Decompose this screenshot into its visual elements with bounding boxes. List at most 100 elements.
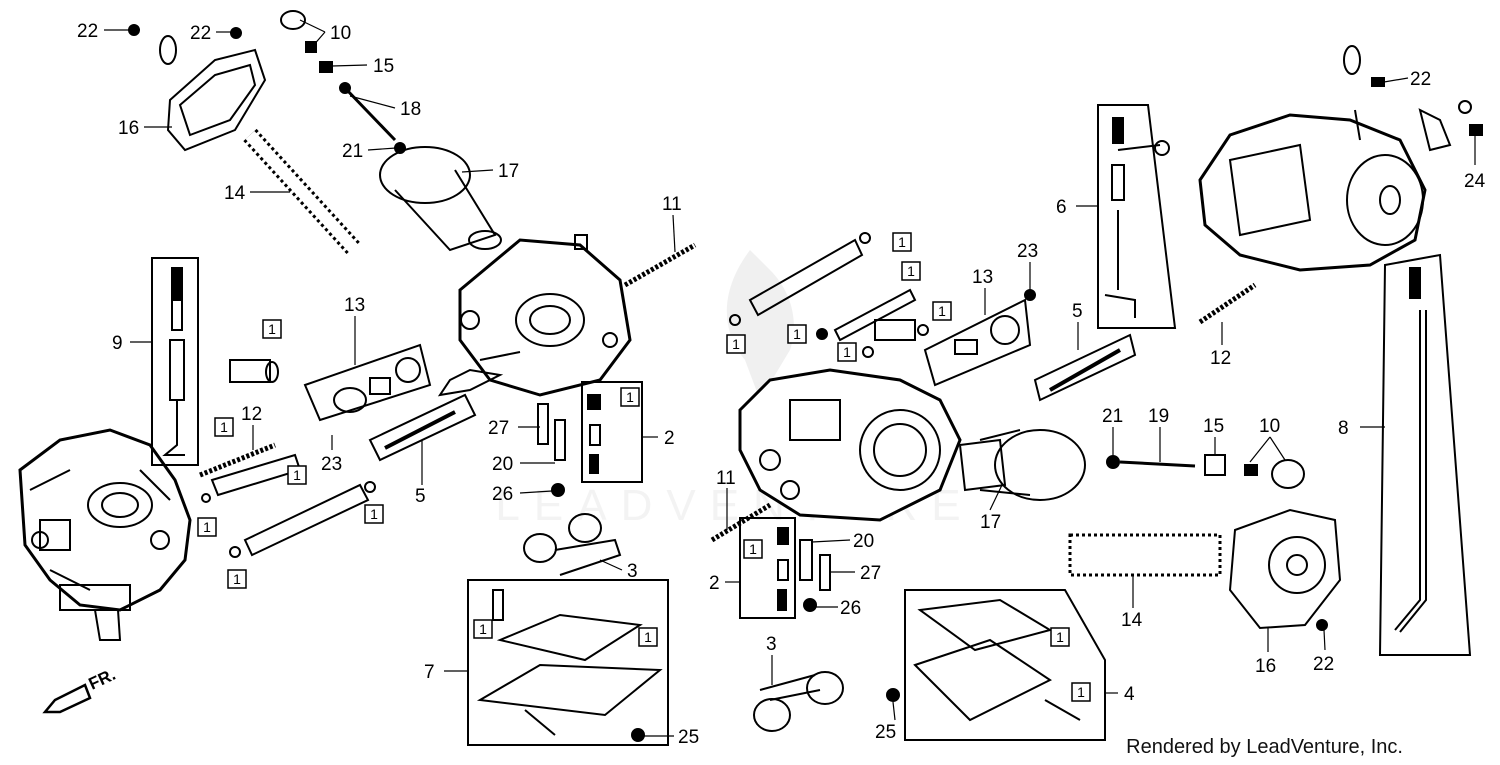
callout-20: 20 [492,454,513,475]
callout-26: 26 [840,598,861,619]
svg-text:1: 1 [907,263,915,279]
callout-23: 23 [1017,241,1038,262]
screw-25-center [886,688,900,702]
callout-25: 25 [678,727,699,748]
callout-17: 17 [498,161,519,182]
tubes-center [729,232,929,358]
right-carburetor-body [1198,109,1427,272]
svg-text:1: 1 [233,571,241,587]
diaphragm-17-upper [379,146,502,252]
svg-text:1: 1 [370,506,378,522]
needle-kit-6-box [1097,104,1177,329]
fitting-left [199,359,279,478]
jets-left [537,403,566,497]
diaphragm-17-center [958,429,1086,501]
kit-8-box [1378,253,1472,656]
float-3-center [753,671,844,732]
spring-14-upper [243,128,362,257]
callout-5: 5 [415,486,426,507]
kit-13-left [303,343,432,422]
svg-text:1: 1 [268,321,276,337]
left-carburetor-body [18,428,192,641]
svg-text:1: 1 [1056,629,1064,645]
pilot-screw-11-upper [623,242,697,288]
callout-14: 14 [224,183,246,204]
svg-text:1: 1 [626,389,634,405]
callout-16: 16 [118,118,139,139]
float-chamber-kit-4 [904,589,1106,741]
svg-text:1: 1 [293,467,301,483]
screw-22-lower [1316,619,1328,631]
svg-text:1: 1 [732,336,740,352]
callout-16: 16 [1255,656,1276,677]
callout-3: 3 [627,561,638,582]
svg-text:1: 1 [479,621,487,637]
box-mark-labels: 1 1 1 1 1 1 1 1 1 1 1 1 1 1 1 1 1 1 [203,234,1085,700]
callout-14: 14 [1121,610,1143,631]
center-carburetor-body [738,368,962,522]
pilot-screw-12-right [1198,282,1257,325]
callout-10: 10 [330,23,351,44]
callout-13: 13 [972,267,993,288]
callout-20: 20 [853,531,874,552]
front-arrow-icon [42,683,92,714]
callout-19: 19 [1148,406,1169,427]
svg-text:1: 1 [644,629,652,645]
float-chamber-kit-7 [467,579,669,746]
callout-21: 21 [1102,406,1123,427]
callout-15: 15 [373,56,394,77]
svg-text:1: 1 [749,541,757,557]
svg-text:1: 1 [203,519,211,535]
callout-13: 13 [344,295,365,316]
cover-16-right [1228,508,1342,630]
callout-12: 12 [241,404,262,425]
callout-6: 6 [1056,197,1067,218]
top-right-small-parts [1343,45,1483,152]
box-marks [197,232,1091,702]
pilot-screw-11-center [710,502,772,543]
top-small-parts [128,10,406,154]
screw-kit-5-center [1033,333,1137,402]
callout-2: 2 [709,573,720,594]
callout-numbers: 22 22 10 15 18 16 21 17 14 11 9 12 13 23… [77,21,1486,748]
callout-8: 8 [1338,418,1349,439]
callout-11: 11 [662,194,682,215]
callout-15: 15 [1203,416,1224,437]
svg-text:1: 1 [898,234,906,250]
callout-3: 3 [766,634,777,655]
callout-7: 7 [424,662,435,683]
front-label: FR. [86,665,119,694]
callout-10: 10 [1259,416,1280,437]
needle-kit-9-box [151,257,199,466]
svg-text:1: 1 [843,344,851,360]
callout-5: 5 [1072,301,1083,322]
leader-lines [104,19,1476,737]
callout-11: 11 [716,468,736,489]
callout-18: 18 [400,99,421,120]
upper-carburetor-body [437,234,632,397]
credit-text: Rendered by LeadVenture, Inc. [1126,736,1403,758]
svg-text:1: 1 [1077,684,1085,700]
float-3-left [523,513,622,576]
callout-4: 4 [1124,684,1135,705]
svg-text:1: 1 [220,419,228,435]
callout-17: 17 [980,512,1001,533]
kit-2-center-box [739,517,796,619]
callout-22: 22 [190,23,211,44]
callout-22: 22 [1410,69,1431,90]
callout-27: 27 [860,563,881,584]
jets-center [799,539,831,612]
kit-2-left-box [581,381,643,483]
callout-24: 24 [1464,171,1486,192]
spring-14-center [1068,533,1222,577]
callout-9: 9 [112,333,123,354]
screw-kit-5-left [368,393,477,462]
callout-21: 21 [342,141,363,162]
callout-26: 26 [492,484,513,505]
svg-text:1: 1 [793,326,801,342]
screw-25-left [631,728,645,742]
callout-27: 27 [488,418,509,439]
cover-16-upper [159,35,267,152]
svg-text:1: 1 [938,303,946,319]
